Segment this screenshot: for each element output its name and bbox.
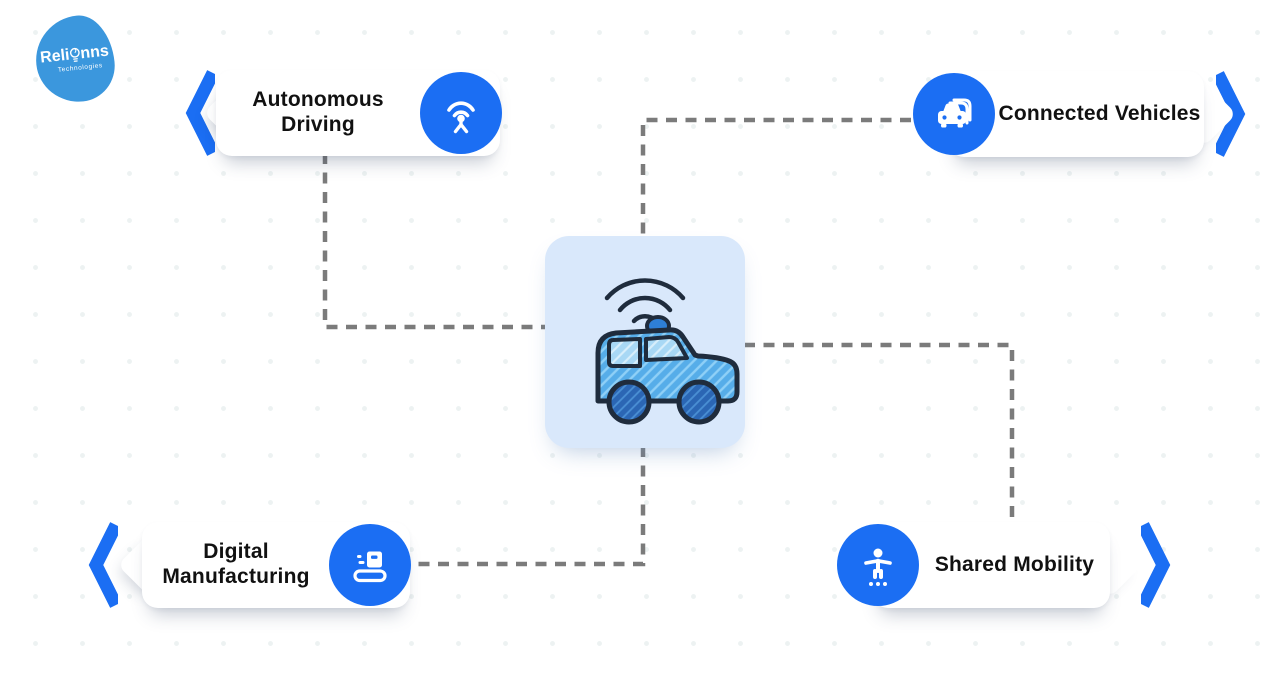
banner-label-connected-vehicles: Connected Vehicles bbox=[998, 101, 1201, 125]
connector-connected-vehicles bbox=[640, 117, 911, 238]
node-circle-autonomous-driving bbox=[420, 72, 502, 154]
node-circle-digital-manufacturing bbox=[329, 524, 411, 606]
connector-shared-mobility bbox=[744, 342, 1015, 520]
car-wheel-rear bbox=[606, 379, 652, 425]
connector-digital-manufacturing bbox=[412, 446, 646, 567]
stacked-cars-icon bbox=[938, 98, 972, 128]
logo-text-right: nns bbox=[79, 42, 110, 63]
banner-label-shared-mobility: Shared Mobility bbox=[934, 552, 1095, 576]
left-chevron-icon bbox=[185, 70, 215, 156]
left-chevron-icon bbox=[88, 522, 118, 608]
car-wheel-front bbox=[676, 379, 722, 425]
connector-autonomous-driving bbox=[322, 153, 548, 330]
logo-wordmark: Reli nns bbox=[39, 42, 110, 67]
logo-text-left: Reli bbox=[39, 46, 71, 67]
relinns-logo: Reli nns Technologies bbox=[31, 12, 119, 106]
lightbulb-icon bbox=[69, 47, 80, 62]
connected-car-illustration bbox=[595, 278, 740, 425]
car-window-rear bbox=[607, 337, 642, 368]
printer-3d-icon bbox=[353, 551, 387, 583]
person-icon bbox=[864, 548, 892, 586]
broadcast-antenna-icon bbox=[447, 101, 475, 134]
car-window-front bbox=[644, 335, 689, 362]
banner-label-digital-manufacturing: Digital Manufacturing bbox=[162, 540, 310, 588]
center-card bbox=[545, 236, 745, 448]
node-circle-connected-vehicles bbox=[913, 73, 995, 155]
node-circle-shared-mobility bbox=[837, 524, 919, 606]
right-chevron-icon bbox=[1216, 71, 1246, 157]
wifi-signal-icon bbox=[604, 278, 686, 324]
right-chevron-icon bbox=[1141, 522, 1171, 608]
banner-label-autonomous-driving: Autonomous Driving bbox=[252, 88, 384, 136]
